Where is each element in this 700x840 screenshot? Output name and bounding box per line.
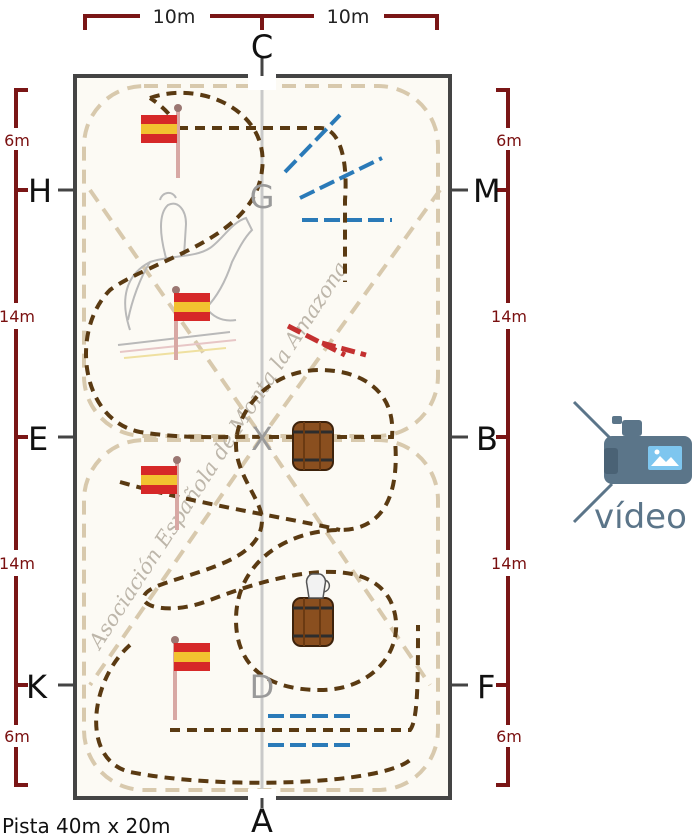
course-route [84, 90, 420, 785]
left-dimension-label: 6m [4, 131, 30, 150]
video-camera-icon[interactable] [572, 400, 692, 524]
right-dimension-label: 14m [491, 307, 527, 326]
flag-icon [141, 456, 181, 530]
left-dimension-bracket [14, 88, 28, 787]
pole-group-bottom [268, 714, 356, 747]
flag-icon [141, 104, 182, 178]
right-dimension-label: 6m [496, 131, 522, 150]
marker-letter-x: X [251, 420, 273, 458]
pole [286, 323, 347, 358]
flag-icon [171, 636, 210, 720]
pole [283, 113, 342, 174]
right-dimension-label: 14m [491, 554, 527, 573]
marker-letter-g: G [250, 178, 275, 216]
video-label[interactable]: vídeo [594, 497, 687, 537]
left-dimension-label: 14m [0, 307, 35, 326]
marker-letter-m: M [473, 172, 501, 210]
right-dimension-label: 6m [496, 727, 522, 746]
pole [321, 340, 367, 358]
left-dimension-label: 14m [0, 554, 35, 573]
marker-letter-b: B [476, 420, 498, 458]
right-dimension-bracket [496, 88, 510, 787]
flag-icon [172, 286, 210, 360]
barrel-with-jug [292, 573, 334, 647]
top-dimension-label: 10m [327, 6, 370, 28]
marker-letter-d: D [250, 668, 275, 706]
barrel-center [292, 421, 334, 471]
marker-letter-f: F [477, 668, 495, 706]
marker-letter-c: C [251, 28, 273, 66]
arena-caption: Pista 40m x 20m [2, 814, 170, 838]
video-link[interactable]: vídeo [572, 400, 692, 537]
top-dimension-label: 10m [153, 6, 196, 28]
jug-icon [305, 573, 327, 599]
left-dimension-label: 6m [4, 727, 30, 746]
pole [299, 156, 383, 200]
marker-letter-a: A [251, 802, 273, 840]
marker-letter-e: E [28, 420, 48, 458]
marker-letter-h: H [28, 172, 52, 210]
marker-letter-k: K [26, 668, 48, 706]
pole-group-middle [286, 323, 367, 358]
